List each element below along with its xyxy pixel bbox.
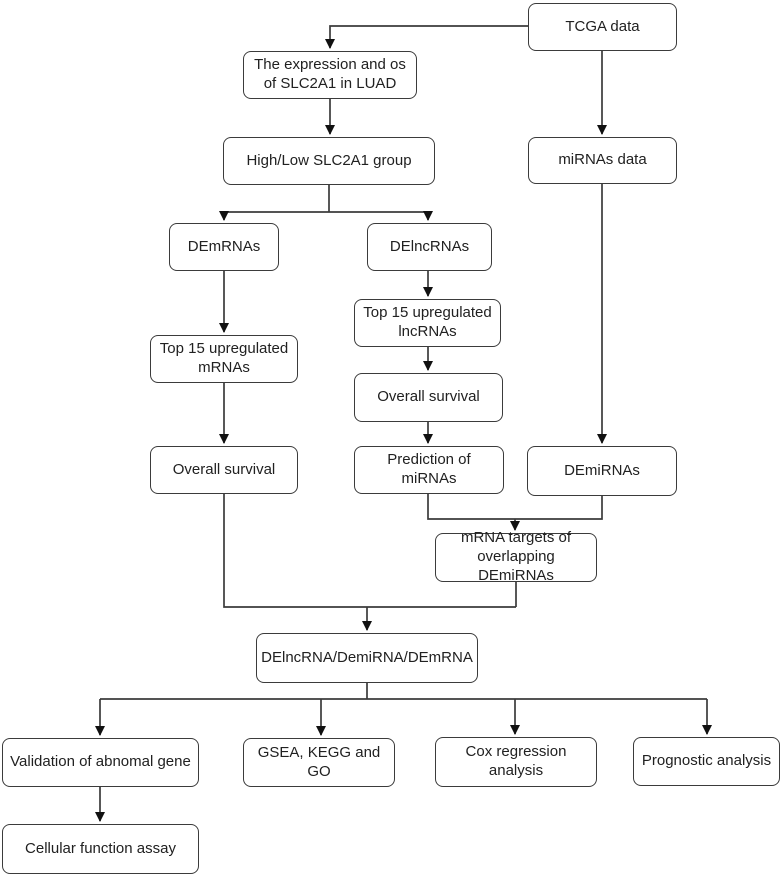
node-cellular-assay: Cellular function assay: [2, 824, 199, 874]
node-highlow-group: High/Low SLC2A1 group: [223, 137, 435, 185]
node-top15-mrnas: Top 15 upregulated mRNAs: [150, 335, 298, 383]
node-demrnas: DEmRNAs: [169, 223, 279, 271]
node-validation-gene: Validation of abnomal gene: [2, 738, 199, 787]
node-delncrnas: DElncRNAs: [367, 223, 492, 271]
node-mirnas-data: miRNAs data: [528, 137, 677, 184]
node-mrna-targets: mRNA targets of overlapping DEmiRNAs: [435, 529, 597, 584]
node-tcga-data: TCGA data: [528, 3, 677, 51]
node-expression-os: The expression and os of SLC2A1 in LUAD: [243, 51, 417, 99]
node-combined-rnas: DElncRNA/DemiRNA/DEmRNA: [256, 633, 478, 683]
edge-osleft-down: [223, 494, 516, 608]
node-demirnas: DEmiRNAs: [527, 446, 677, 496]
node-cox-regression: Cox regression analysis: [435, 737, 597, 787]
node-overall-survival-left: Overall survival: [150, 446, 298, 494]
node-gsea-kegg-go: GSEA, KEGG and GO: [243, 738, 395, 787]
node-top15-lncrnas: Top 15 upregulated lncRNAs: [354, 299, 501, 347]
node-overall-survival-right: Overall survival: [354, 373, 503, 422]
node-prognostic-analysis: Prognostic analysis: [633, 737, 780, 786]
node-prediction-mirnas: Prediction of miRNAs: [354, 446, 504, 494]
edge-tcga-expression: [325, 25, 528, 49]
edge-merge1-u: [427, 494, 603, 520]
